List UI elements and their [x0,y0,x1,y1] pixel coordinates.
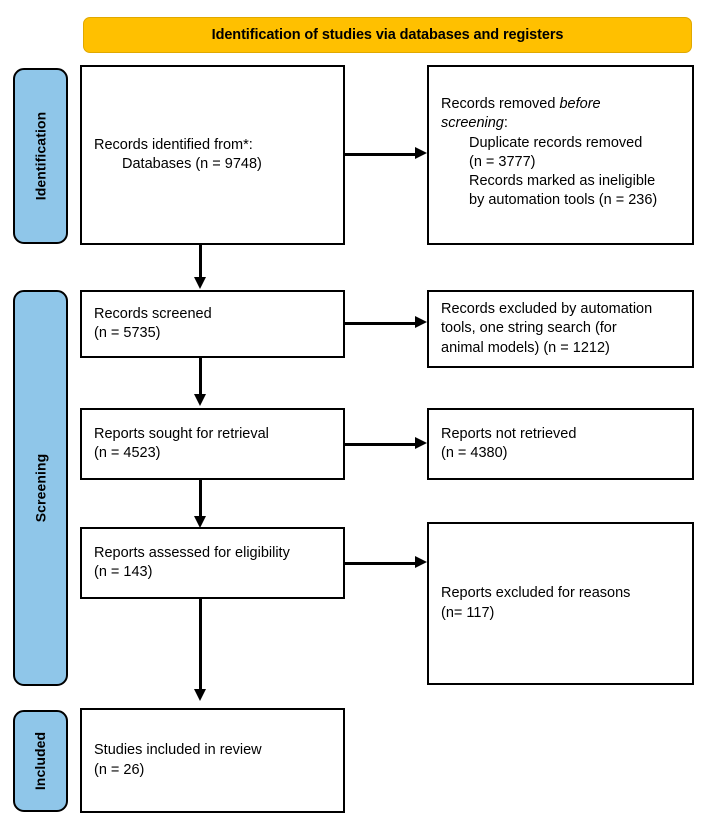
reports-excluded-reasons-line-1: Reports excluded for reasons [441,585,631,602]
stage-tab-included: Included [13,710,68,812]
reports-sought-line-2: (n = 4523) [94,445,161,461]
studies-included-line-1: Studies included in review [94,742,262,759]
box-reports-excluded-reasons: Reports excluded for reasons (n= 117) [427,522,694,685]
box-records-excluded: Records excluded by automation tools, on… [427,290,694,368]
records-screened-line-2: (n = 5735) [94,325,161,341]
box-reports-assessed: Reports assessed for eligibility (n = 14… [80,527,345,599]
banner-title: Identification of studies via databases … [211,27,564,43]
records-excluded-line-1: Records excluded by automation [441,301,653,318]
records-excluded-line-3: animal models) (n = 1212) [441,339,610,356]
records-removed-line-1: Records removed before [441,96,601,112]
box-studies-included: Studies included in review (n = 26) [80,708,345,813]
connector-assessed-to-excluded-reasons [345,562,415,565]
arrowhead-sought-to-not-retrieved [415,437,427,449]
records-excluded-line-2: tools, one string search (for [441,320,617,337]
connector-sought-to-assessed [199,480,202,518]
reports-not-retrieved-line-2: (n = 4380) [441,445,508,461]
records-screened-line-1: Records screened [94,305,212,322]
connector-identified-to-removed [345,153,415,156]
box-records-screened: Records screened (n = 5735) [80,290,345,358]
box-reports-not-retrieved: Reports not retrieved (n = 4380) [427,408,694,480]
stage-tab-screening-label: Screening [32,453,49,523]
connector-identified-to-screened [199,245,202,279]
reports-assessed-line-2: (n = 143) [94,564,153,580]
stage-tab-identification: Identification [13,68,68,244]
box-records-removed: Records removed before screening: Duplic… [427,65,694,245]
records-removed-line-3: Duplicate records removed [469,134,643,151]
connector-assessed-to-included [199,599,202,691]
stage-tab-identification-label: Identification [32,111,49,201]
records-removed-line-5: Records marked as ineligible [469,173,656,190]
arrowhead-screened-to-sought [194,394,206,406]
arrowhead-assessed-to-included [194,689,206,701]
connector-screened-to-sought [199,358,202,396]
stage-tab-screening: Screening [13,290,68,686]
reports-excluded-reasons-line-2: (n= 117) [441,604,495,621]
records-identified-line-2: Databases (n = 9748) [122,156,262,172]
arrowhead-identified-to-removed [415,147,427,159]
box-reports-sought: Reports sought for retrieval (n = 4523) [80,408,345,480]
arrowhead-screened-to-excluded [415,316,427,328]
stage-tab-included-label: Included [32,731,49,791]
records-removed-line-4: (n = 3777) [469,153,536,170]
reports-not-retrieved-line-1: Reports not retrieved [441,425,577,442]
header-banner: Identification of studies via databases … [83,17,692,53]
records-removed-line-6: by automation tools (n = 236) [469,192,658,209]
records-identified-line-1: Records identified from*: [94,136,253,153]
box-records-identified: Records identified from*: Databases (n =… [80,65,345,245]
records-removed-line-2: screening: [441,115,508,132]
reports-sought-line-1: Reports sought for retrieval [94,425,269,442]
arrowhead-assessed-to-excluded-reasons [415,556,427,568]
arrowhead-identified-to-screened [194,277,206,289]
reports-assessed-line-1: Reports assessed for eligibility [94,544,290,561]
arrowhead-sought-to-assessed [194,516,206,528]
connector-screened-to-excluded [345,322,415,325]
studies-included-line-2: (n = 26) [94,761,145,778]
connector-sought-to-not-retrieved [345,443,415,446]
